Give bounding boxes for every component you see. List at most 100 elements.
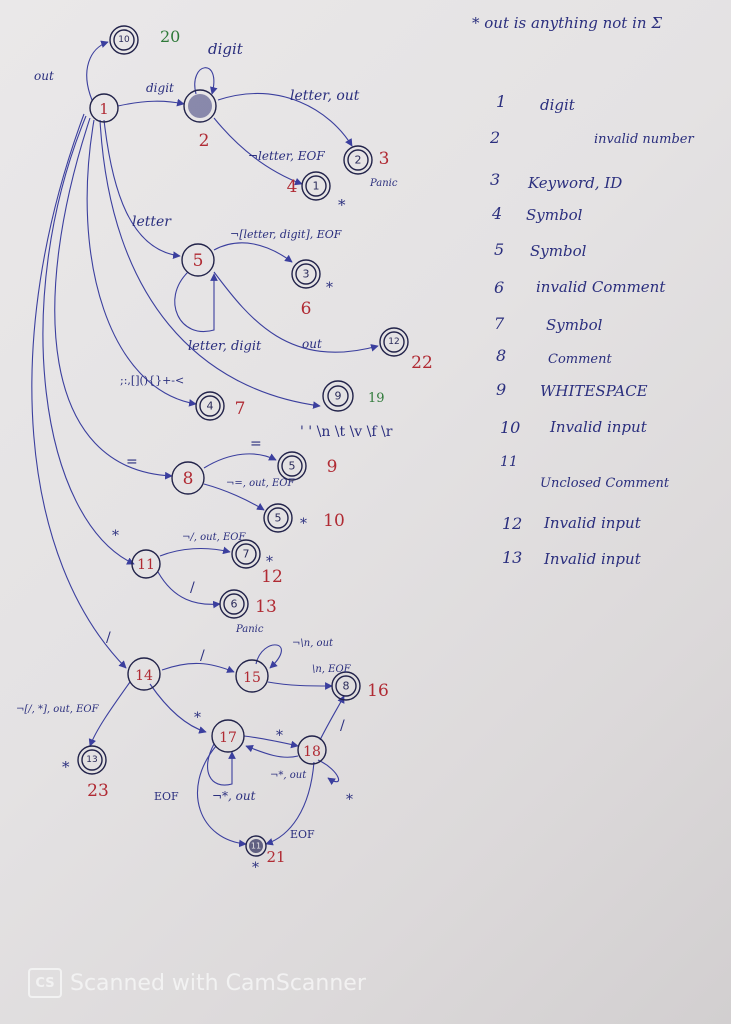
label-not-n: ¬\n, out <box>292 638 334 649</box>
label-slash-1-14: / <box>106 630 111 646</box>
label-symbols: ;:,[](){}+-< <box>120 374 184 387</box>
edge-17-21 <box>197 745 247 848</box>
legend-num: 4 <box>492 204 503 223</box>
label-slash-18-16: / <box>340 718 345 734</box>
edge-14-17 <box>149 683 207 734</box>
label-not-letter-eof: ¬letter, EOF <box>248 149 325 163</box>
legend-desc: invalid Comment <box>536 278 666 296</box>
legend-num: 6 <box>494 278 505 297</box>
legend-desc: Invalid input <box>550 418 647 436</box>
state-21-inner: 11 <box>251 842 261 851</box>
state-13-inner: 6 <box>231 598 238 611</box>
label-out-22: out <box>302 337 322 351</box>
state-7-inner: 4 <box>207 400 214 413</box>
label-whitespace: ' ' \n \t \v \f \r <box>300 424 393 440</box>
state-7-label: 7 <box>235 399 246 419</box>
state-4-label: 4 <box>287 177 298 197</box>
state-19-label: 19 <box>368 391 385 406</box>
label-not-slash: ¬/, out, EOF <box>182 532 246 543</box>
edge-17-18 <box>243 735 299 749</box>
edge-2-loop <box>194 67 218 95</box>
label-slash-11-13: / <box>190 580 195 596</box>
label-digit-loop: digit <box>208 40 244 58</box>
legend-desc: invalid number <box>594 132 694 147</box>
state-6-label: 6 <box>301 299 312 319</box>
legend-desc: Symbol <box>530 242 587 260</box>
label-eq-8-9: = <box>250 436 262 452</box>
star-mark: * <box>62 758 70 776</box>
legend-num: 3 <box>490 170 501 189</box>
label-slash-14-15: / <box>200 648 205 664</box>
state-16-inner: 8 <box>343 680 350 693</box>
legend-num: 5 <box>494 240 505 259</box>
legend-desc: Symbol <box>526 206 583 224</box>
state-9-label: 9 <box>327 457 338 477</box>
legend-num: 12 <box>502 514 523 533</box>
label-letter-digit: letter, digit <box>188 339 262 354</box>
state-12-inner: 7 <box>243 548 250 561</box>
panic-label: Panic <box>235 624 264 635</box>
state-14: 14 <box>127 657 161 691</box>
legend-num: 1 <box>496 92 507 111</box>
state-16-label: 16 <box>367 681 389 701</box>
star-mark: * <box>338 196 346 214</box>
state-9-inner: 5 <box>289 460 296 473</box>
state-4-inner: 1 <box>313 180 320 193</box>
edge-1-2 <box>117 98 185 107</box>
legend-desc: Symbol <box>546 316 603 334</box>
state-10-label: 10 <box>323 511 345 531</box>
edge-18-loop <box>317 759 340 786</box>
state-22-inner: 12 <box>388 337 399 347</box>
edge-1-11 <box>42 115 135 565</box>
state-23: 13 * 23 <box>62 745 109 801</box>
star-mark: * <box>252 860 259 876</box>
edge-14-15 <box>161 662 235 673</box>
edge-5-6 <box>213 242 293 263</box>
state-16: 8 16 <box>331 671 389 701</box>
edge-15-loop <box>255 644 282 669</box>
star-mark: * <box>326 280 333 296</box>
edge-8-9 <box>203 453 277 469</box>
edge-14-23 <box>88 681 131 747</box>
state-19: 9 19 <box>322 380 385 412</box>
panic-label: Panic <box>369 178 398 189</box>
state-18: 18 <box>297 735 327 765</box>
state-5-label: 5 <box>193 251 204 271</box>
state-2-label: 2 <box>199 131 210 151</box>
state-6: 3 6 * <box>291 259 333 319</box>
state-19-inner: 9 <box>335 390 342 403</box>
state-2: 2 <box>183 89 217 151</box>
state-11-label: 11 <box>137 557 155 573</box>
state-23-label: 23 <box>87 781 109 801</box>
edge-labels: out digit digit letter, out ¬letter, EOF… <box>16 40 393 841</box>
edges <box>31 40 379 848</box>
state-21: 11 * 21 <box>245 835 286 876</box>
edge-1-5 <box>103 119 181 259</box>
edge-11-12 <box>159 546 231 557</box>
edge-18-16 <box>319 695 345 741</box>
state-1: 1 <box>89 93 119 123</box>
state-17: 17 <box>211 719 245 753</box>
label-n-eof: \n, EOF <box>312 664 352 675</box>
edge-5-loop <box>174 271 218 333</box>
legend-num: 13 <box>502 548 523 567</box>
camscanner-watermark: CS Scanned with CamScanner <box>28 966 366 1000</box>
label-out-20: out <box>34 69 54 83</box>
legend-desc: Invalid input <box>544 550 641 568</box>
state-12: 7 * 12 <box>231 539 283 587</box>
state-13-label: 13 <box>255 597 277 617</box>
label-eof-17-21: EOF <box>154 790 179 803</box>
legend-num: 9 <box>496 380 507 399</box>
sigma-note: * out is anything not in Σ <box>472 14 662 32</box>
label-digit-1-2: digit <box>146 81 174 95</box>
state-20: 10 20 <box>109 25 180 55</box>
state-3: 2 3 Panic <box>343 145 398 189</box>
state-3-inner: 2 <box>355 154 362 167</box>
legend-num: 7 <box>494 314 505 333</box>
star-mark: * <box>300 516 307 532</box>
watermark-text: Scanned with CamScanner <box>70 970 366 996</box>
state-7: 4 7 <box>195 391 246 421</box>
state-4: 1 4 * <box>287 171 346 214</box>
